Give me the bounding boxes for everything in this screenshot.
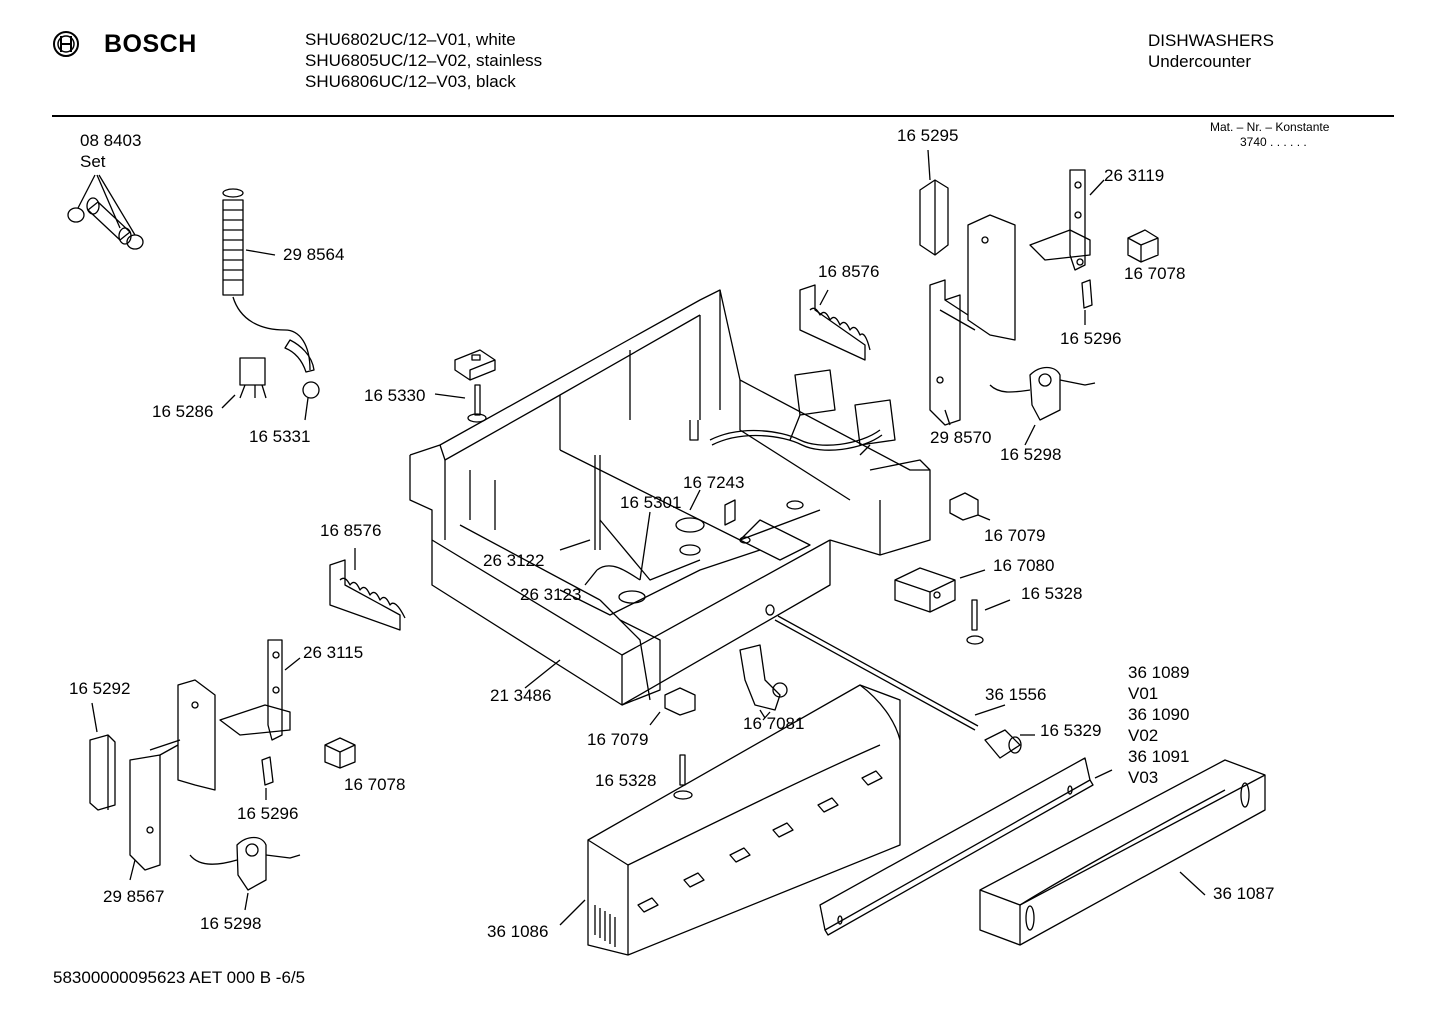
model-list: SHU6802UC/12–V01, white SHU6805UC/12–V02… xyxy=(305,29,542,92)
part-label: 16 5301 xyxy=(620,493,682,512)
model-line: SHU6805UC/12–V02, stainless xyxy=(305,51,543,70)
part-label: 16 5298 xyxy=(1000,445,1062,464)
part-label: 16 7081 xyxy=(743,714,805,733)
part-label: 16 7078 xyxy=(1124,264,1186,283)
hinge-spring-part xyxy=(989,366,1096,446)
part-label: 16 7079 xyxy=(587,730,649,749)
part-label: 36 1086 xyxy=(487,922,549,941)
part-label: 26 3119 xyxy=(1104,166,1165,185)
part-label: 16 5329 xyxy=(1040,721,1102,740)
header-rule xyxy=(52,115,1394,117)
leader-line xyxy=(974,704,1006,716)
mounting-block-part xyxy=(434,349,496,423)
part-label: 16 5296 xyxy=(237,804,299,823)
part-label: 36 1089 xyxy=(1128,663,1190,682)
category-title: DISHWASHERS xyxy=(1148,31,1274,50)
hinge-plate-part xyxy=(1029,169,1105,271)
part-label: 36 1091 xyxy=(1128,747,1190,766)
part-label: 29 8570 xyxy=(930,428,992,447)
part-label: 16 5296 xyxy=(1060,329,1122,348)
hinge-bracket-part xyxy=(129,679,216,881)
screw-part xyxy=(673,754,693,800)
wiring-harness-part xyxy=(709,369,896,456)
cover-part xyxy=(89,702,116,811)
model-line: SHU6802UC/12–V01, white xyxy=(305,30,516,49)
leader-line xyxy=(762,711,771,721)
leader-line xyxy=(639,511,651,581)
part-label: 36 1556 xyxy=(985,685,1047,704)
cap-part xyxy=(1127,229,1159,263)
clip-part xyxy=(221,357,267,409)
document-id: 58300000095623 AET 000 B -6/5 xyxy=(53,968,306,987)
part-label: Set xyxy=(80,152,106,171)
end-cap-part xyxy=(984,729,1022,759)
part-label: 08 8403 xyxy=(80,131,142,150)
cable-part xyxy=(596,565,641,581)
part-label: 26 3122 xyxy=(483,551,545,570)
hinge-spring-part xyxy=(189,836,301,911)
bracket-small-part xyxy=(649,687,696,726)
screw-part xyxy=(966,599,1011,645)
part-label: 29 8564 xyxy=(283,245,345,264)
part-label: 16 7079 xyxy=(984,526,1046,545)
part-label: 21 3486 xyxy=(490,686,552,705)
leader-line xyxy=(689,489,701,511)
brand-name: BOSCH xyxy=(104,30,197,58)
part-label: 16 8576 xyxy=(320,521,382,540)
hinge-bracket-part xyxy=(929,214,1016,426)
part-label: 36 1090 xyxy=(1128,705,1190,724)
part-label: V03 xyxy=(1128,768,1159,787)
bosch-armature-icon xyxy=(53,31,79,57)
small-clip-part xyxy=(1081,279,1093,325)
part-label: 16 8576 xyxy=(818,262,880,281)
leader-line xyxy=(819,289,829,306)
part-label: V02 xyxy=(1128,726,1159,745)
category-block: DISHWASHERS Undercounter xyxy=(1148,30,1274,72)
part-label: 29 8567 xyxy=(103,887,165,906)
leader-line xyxy=(524,659,561,689)
bracket-small-part xyxy=(949,492,991,521)
part-label: 16 5292 xyxy=(69,679,131,698)
small-clip-part xyxy=(261,756,274,800)
part-label: 16 5328 xyxy=(595,771,657,790)
cover-box-part xyxy=(894,567,986,613)
toe-panel-part xyxy=(819,757,1113,936)
hose-clamp-set-part xyxy=(67,174,144,250)
cap-part xyxy=(324,737,356,769)
rod-part xyxy=(774,615,979,731)
leader-line xyxy=(584,569,598,586)
bosch-logo xyxy=(52,30,82,60)
bracket-part xyxy=(919,149,949,256)
part-label: 16 5328 xyxy=(1021,584,1083,603)
mat-number-value: 3740 . . . . . . xyxy=(1240,135,1307,149)
part-label: 16 5331 xyxy=(249,427,311,446)
model-line: SHU6806UC/12–V03, black xyxy=(305,72,516,91)
part-label: 26 3115 xyxy=(303,643,364,662)
part-label: 16 7080 xyxy=(993,556,1055,575)
part-label: 16 5295 xyxy=(897,126,959,145)
valve-part xyxy=(739,644,788,719)
kickplate-part xyxy=(559,684,901,956)
spring-bracket-part xyxy=(329,559,406,631)
part-label: V01 xyxy=(1128,684,1159,703)
part-label: 26 3123 xyxy=(520,585,582,604)
mat-number-label: Mat. – Nr. – Konstante xyxy=(1210,120,1330,134)
hinge-plate-part xyxy=(219,639,301,741)
category-subtitle: Undercounter xyxy=(1148,52,1252,71)
spring-bracket-part xyxy=(799,284,871,361)
part-label: 16 5286 xyxy=(152,402,214,421)
part-label: 16 7243 xyxy=(683,473,745,492)
part-label: 16 5330 xyxy=(364,386,426,405)
drain-hose-part xyxy=(222,188,320,421)
part-label: 16 7078 xyxy=(344,775,406,794)
toe-panel-part xyxy=(979,759,1266,946)
base-frame-part xyxy=(409,289,931,706)
part-label: 16 5298 xyxy=(200,914,262,933)
part-label: 36 1087 xyxy=(1213,884,1275,903)
leader-line xyxy=(559,539,591,551)
